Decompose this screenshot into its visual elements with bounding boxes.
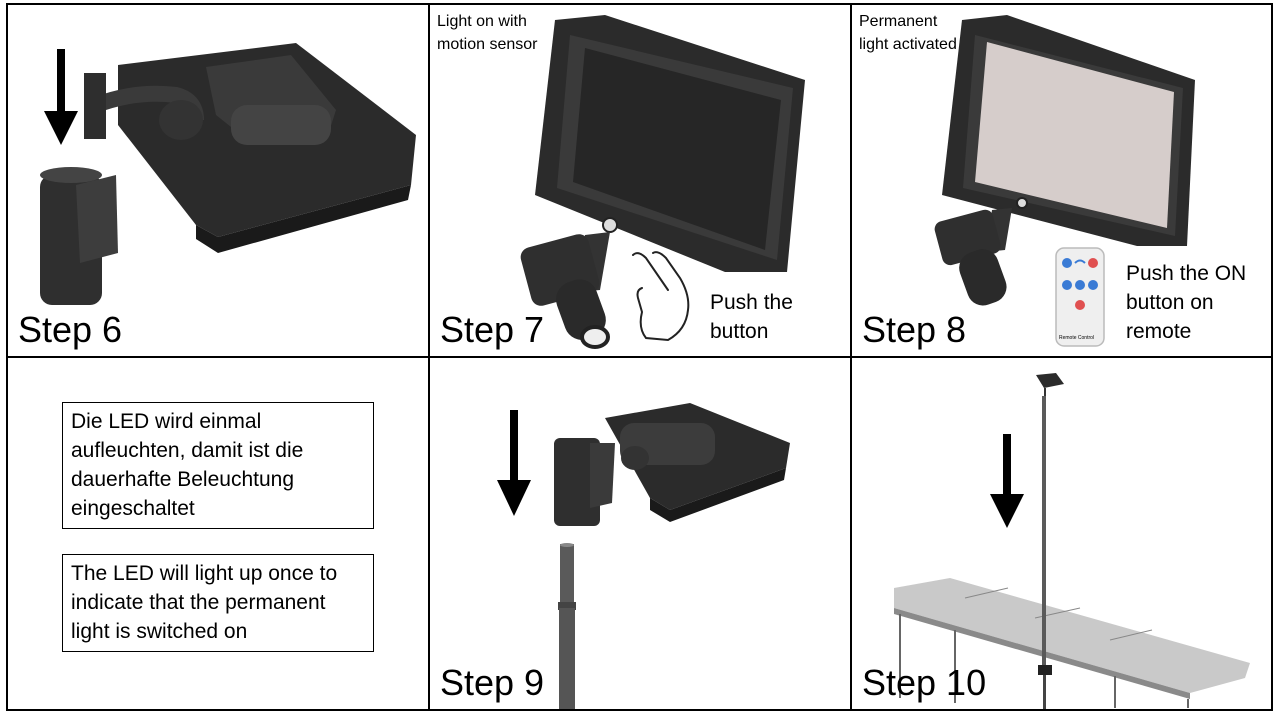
pole-lamp-illustration [1036,373,1064,709]
panel-info: Die LED wird einmal aufleuchten, damit i… [8,358,428,709]
step-7-caption: Light on with motion sensor [437,13,538,53]
grid-line-col1 [428,3,430,711]
step-6-label: Step 6 [18,309,123,350]
grid-line-right [1271,3,1273,711]
grid-line-top [6,3,1273,5]
remote-control-icon [1055,247,1105,347]
solar-lamp-illustration [520,15,805,349]
panel-step-6: Step 6 [8,5,428,356]
panel-step-7: Light on with motion sensor Push the but… [430,5,850,356]
info-box-english: The LED will light up once to indicate t… [62,554,374,652]
hand-pointer-icon [632,251,690,342]
panel-step-9: Step 9 [430,358,850,709]
info-box-german: Die LED wird einmal aufleuchten, damit i… [62,402,374,529]
grid-line-middle [6,356,1273,358]
step-10-label: Step 10 [862,662,987,703]
step-8-instruction: Push the ON button on remote [1126,262,1247,343]
step-8-label: Step 8 [862,309,967,350]
panel-step-10: Step 10 [852,358,1271,709]
solar-lamp-illustration [40,43,416,305]
panel-step-8: Permanent light activated Remote Control… [852,5,1271,356]
remote-control-text: Remote Control [1059,335,1095,341]
grid-line-bottom [6,709,1273,711]
down-arrow-icon [497,410,531,516]
down-arrow-icon [990,434,1024,528]
info-text-german: Die LED wird einmal aufleuchten, damit i… [71,410,304,520]
solar-lamp-illustration [934,15,1195,306]
step-7-instruction: Push the button [710,291,793,343]
step-9-label: Step 9 [440,662,545,703]
grid-line-col2 [850,3,852,711]
grid-line-left [6,3,8,711]
solar-lamp-illustration [554,403,790,526]
step-8-caption: Permanent light activated [859,13,957,53]
down-arrow-icon [44,49,78,145]
info-text-english: The LED will light up once to indicate t… [71,562,338,643]
pole-illustration [558,543,576,709]
step-7-label: Step 7 [440,309,545,350]
